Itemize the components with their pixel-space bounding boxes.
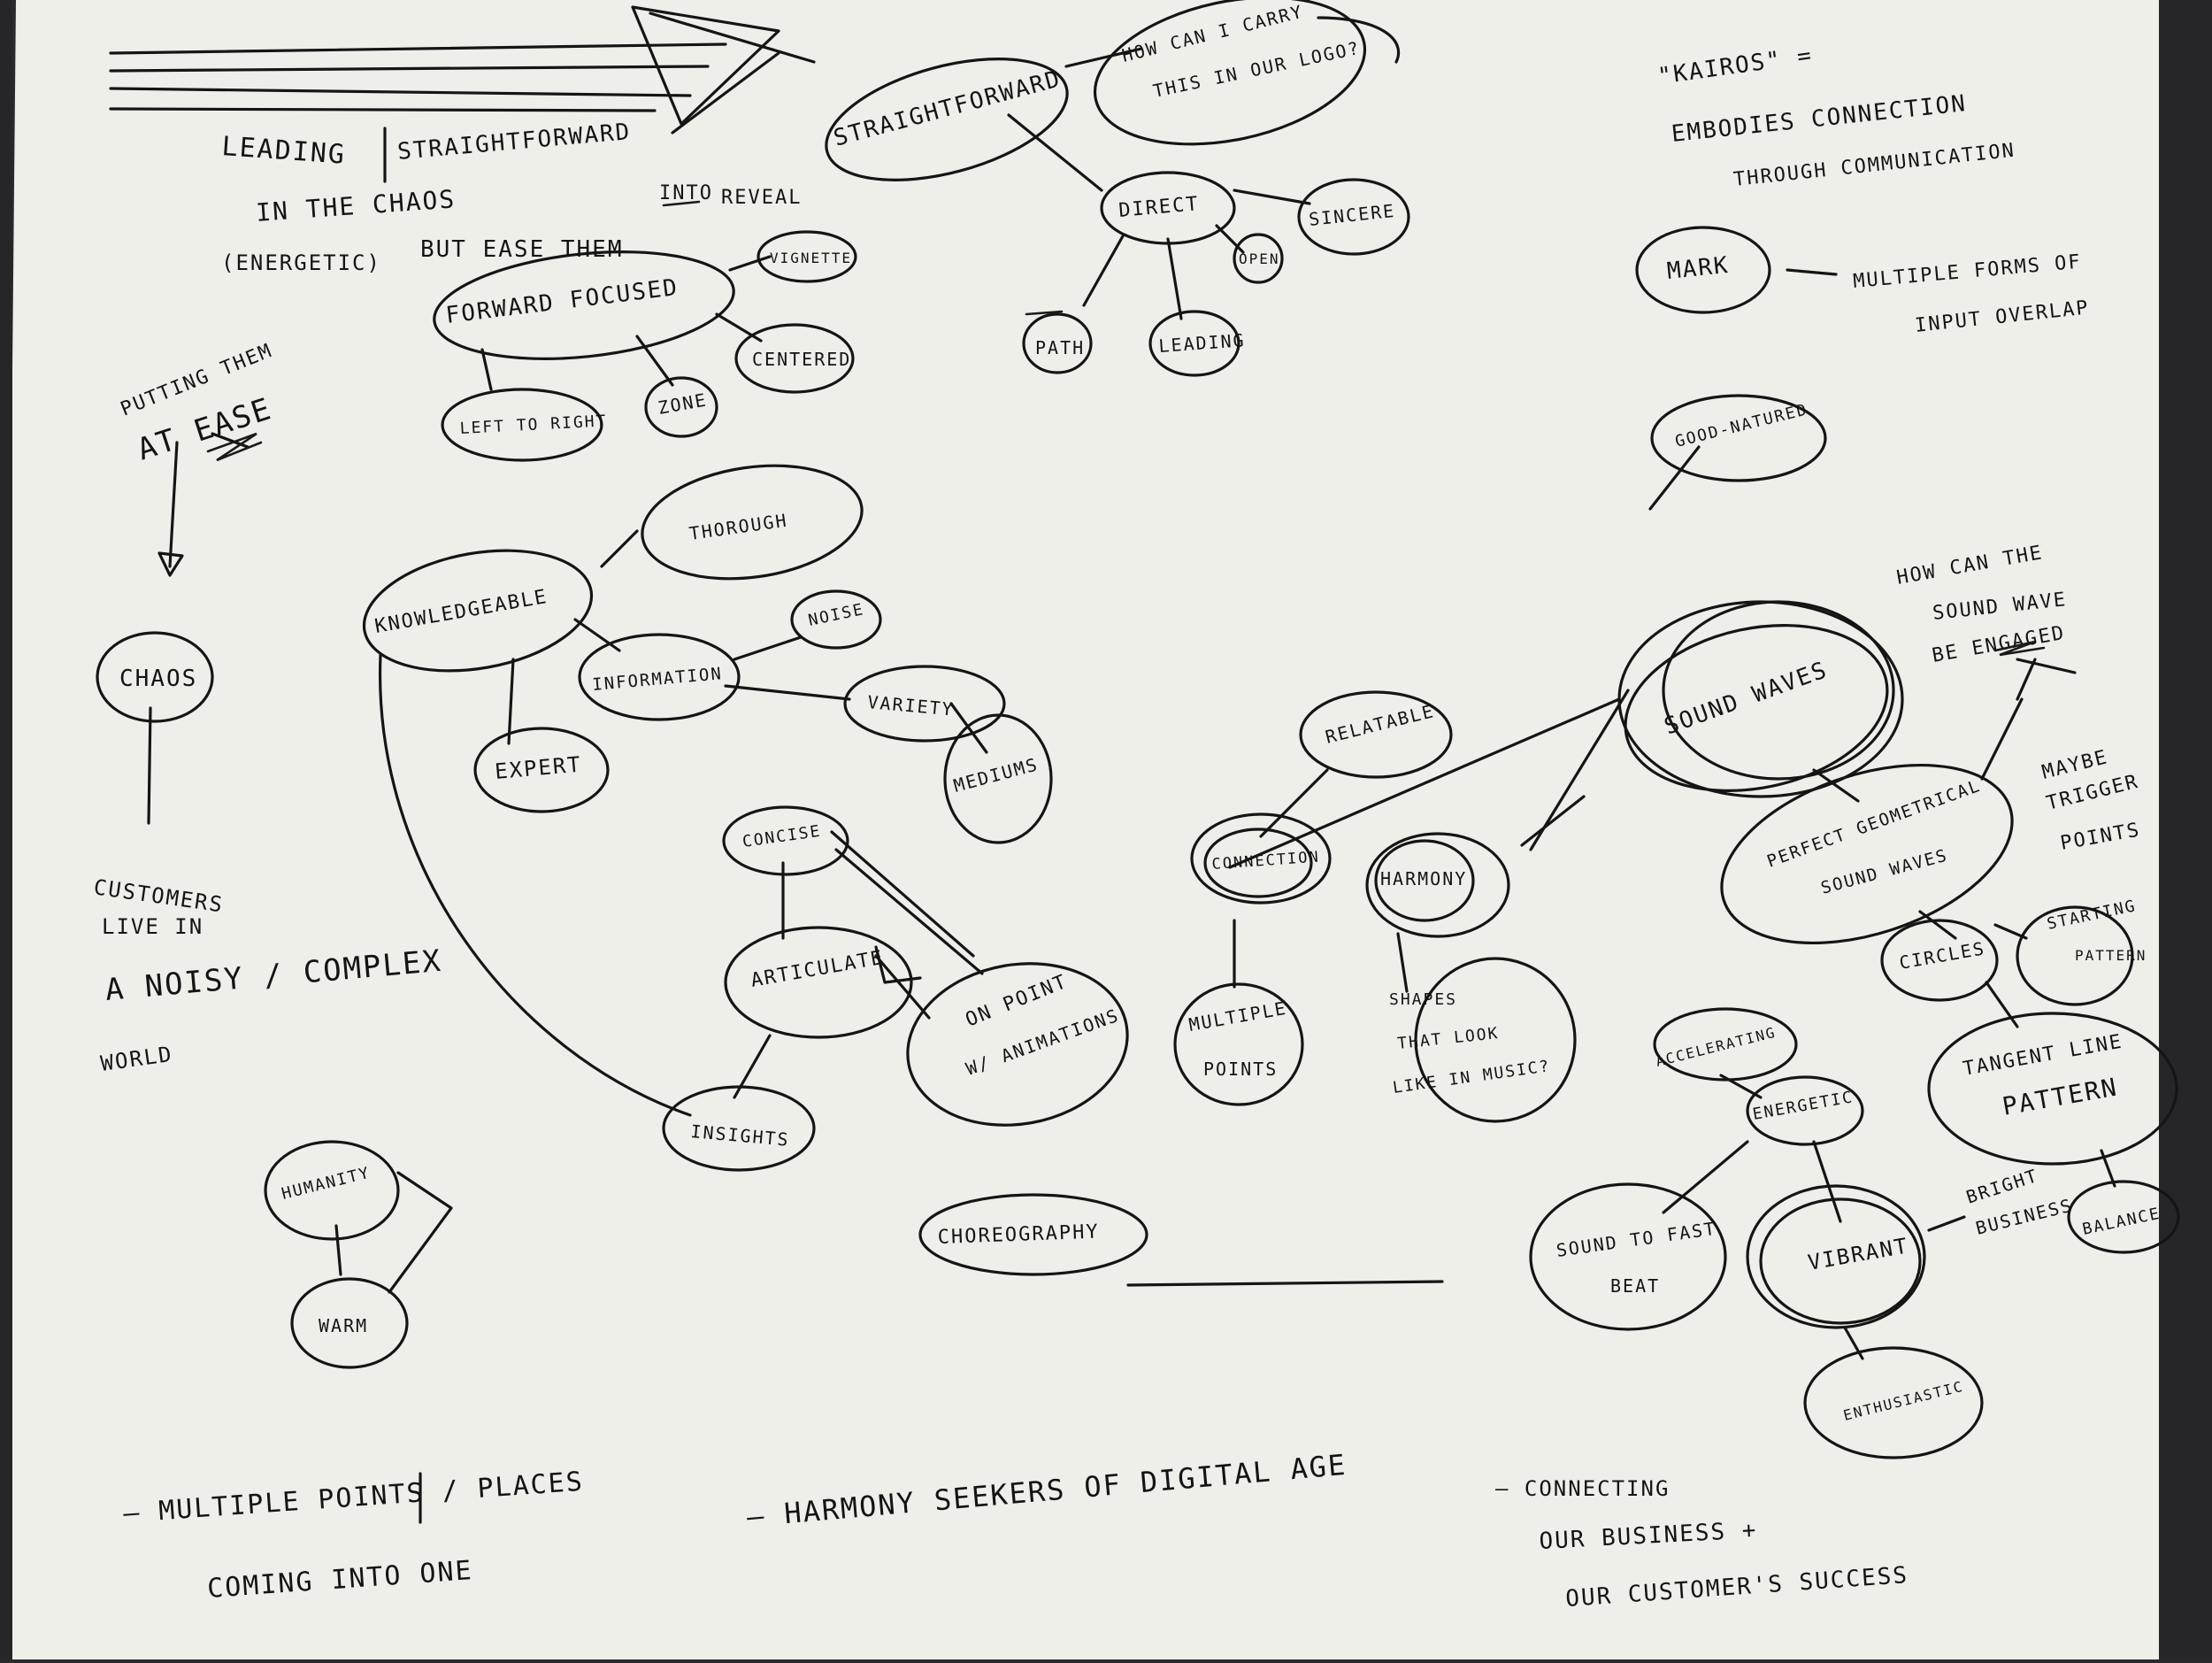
- note-energetic: (ENERGETIC): [221, 250, 381, 275]
- note-customers-2: LIVE IN: [102, 914, 204, 939]
- node-open: OPEN: [1239, 250, 1280, 267]
- node-harmony: HARMONY: [1380, 868, 1467, 889]
- connector-lines: [109, 5, 2116, 1524]
- scribbles: [206, 200, 2046, 657]
- node-sound-fast-2: BEAT: [1610, 1275, 1660, 1297]
- node-path: PATH: [1035, 337, 1085, 358]
- node-centered: CENTERED: [752, 349, 851, 370]
- note-into: INTO: [659, 182, 713, 204]
- node-starting-2: PATTERN: [2075, 947, 2147, 964]
- node-multiple-points-2: POINTS: [1203, 1059, 1278, 1080]
- node-vignette: VIGNETTE: [770, 250, 852, 266]
- node-warm: WARM: [319, 1315, 368, 1336]
- note-but-ease: BUT EASE THEM: [420, 236, 624, 263]
- note-reveal: REVEAL: [721, 187, 802, 209]
- note-bottom-3a: – CONNECTING: [1495, 1476, 1670, 1501]
- node-mark: MARK: [1666, 252, 1731, 285]
- node-shapes-1: SHAPES: [1389, 990, 1457, 1009]
- node-chaos: CHAOS: [119, 666, 197, 692]
- node-ellipses: [96, 0, 2180, 1459]
- table-edge-right: [2159, 0, 2212, 1659]
- table-edge-left: [0, 0, 12, 1659]
